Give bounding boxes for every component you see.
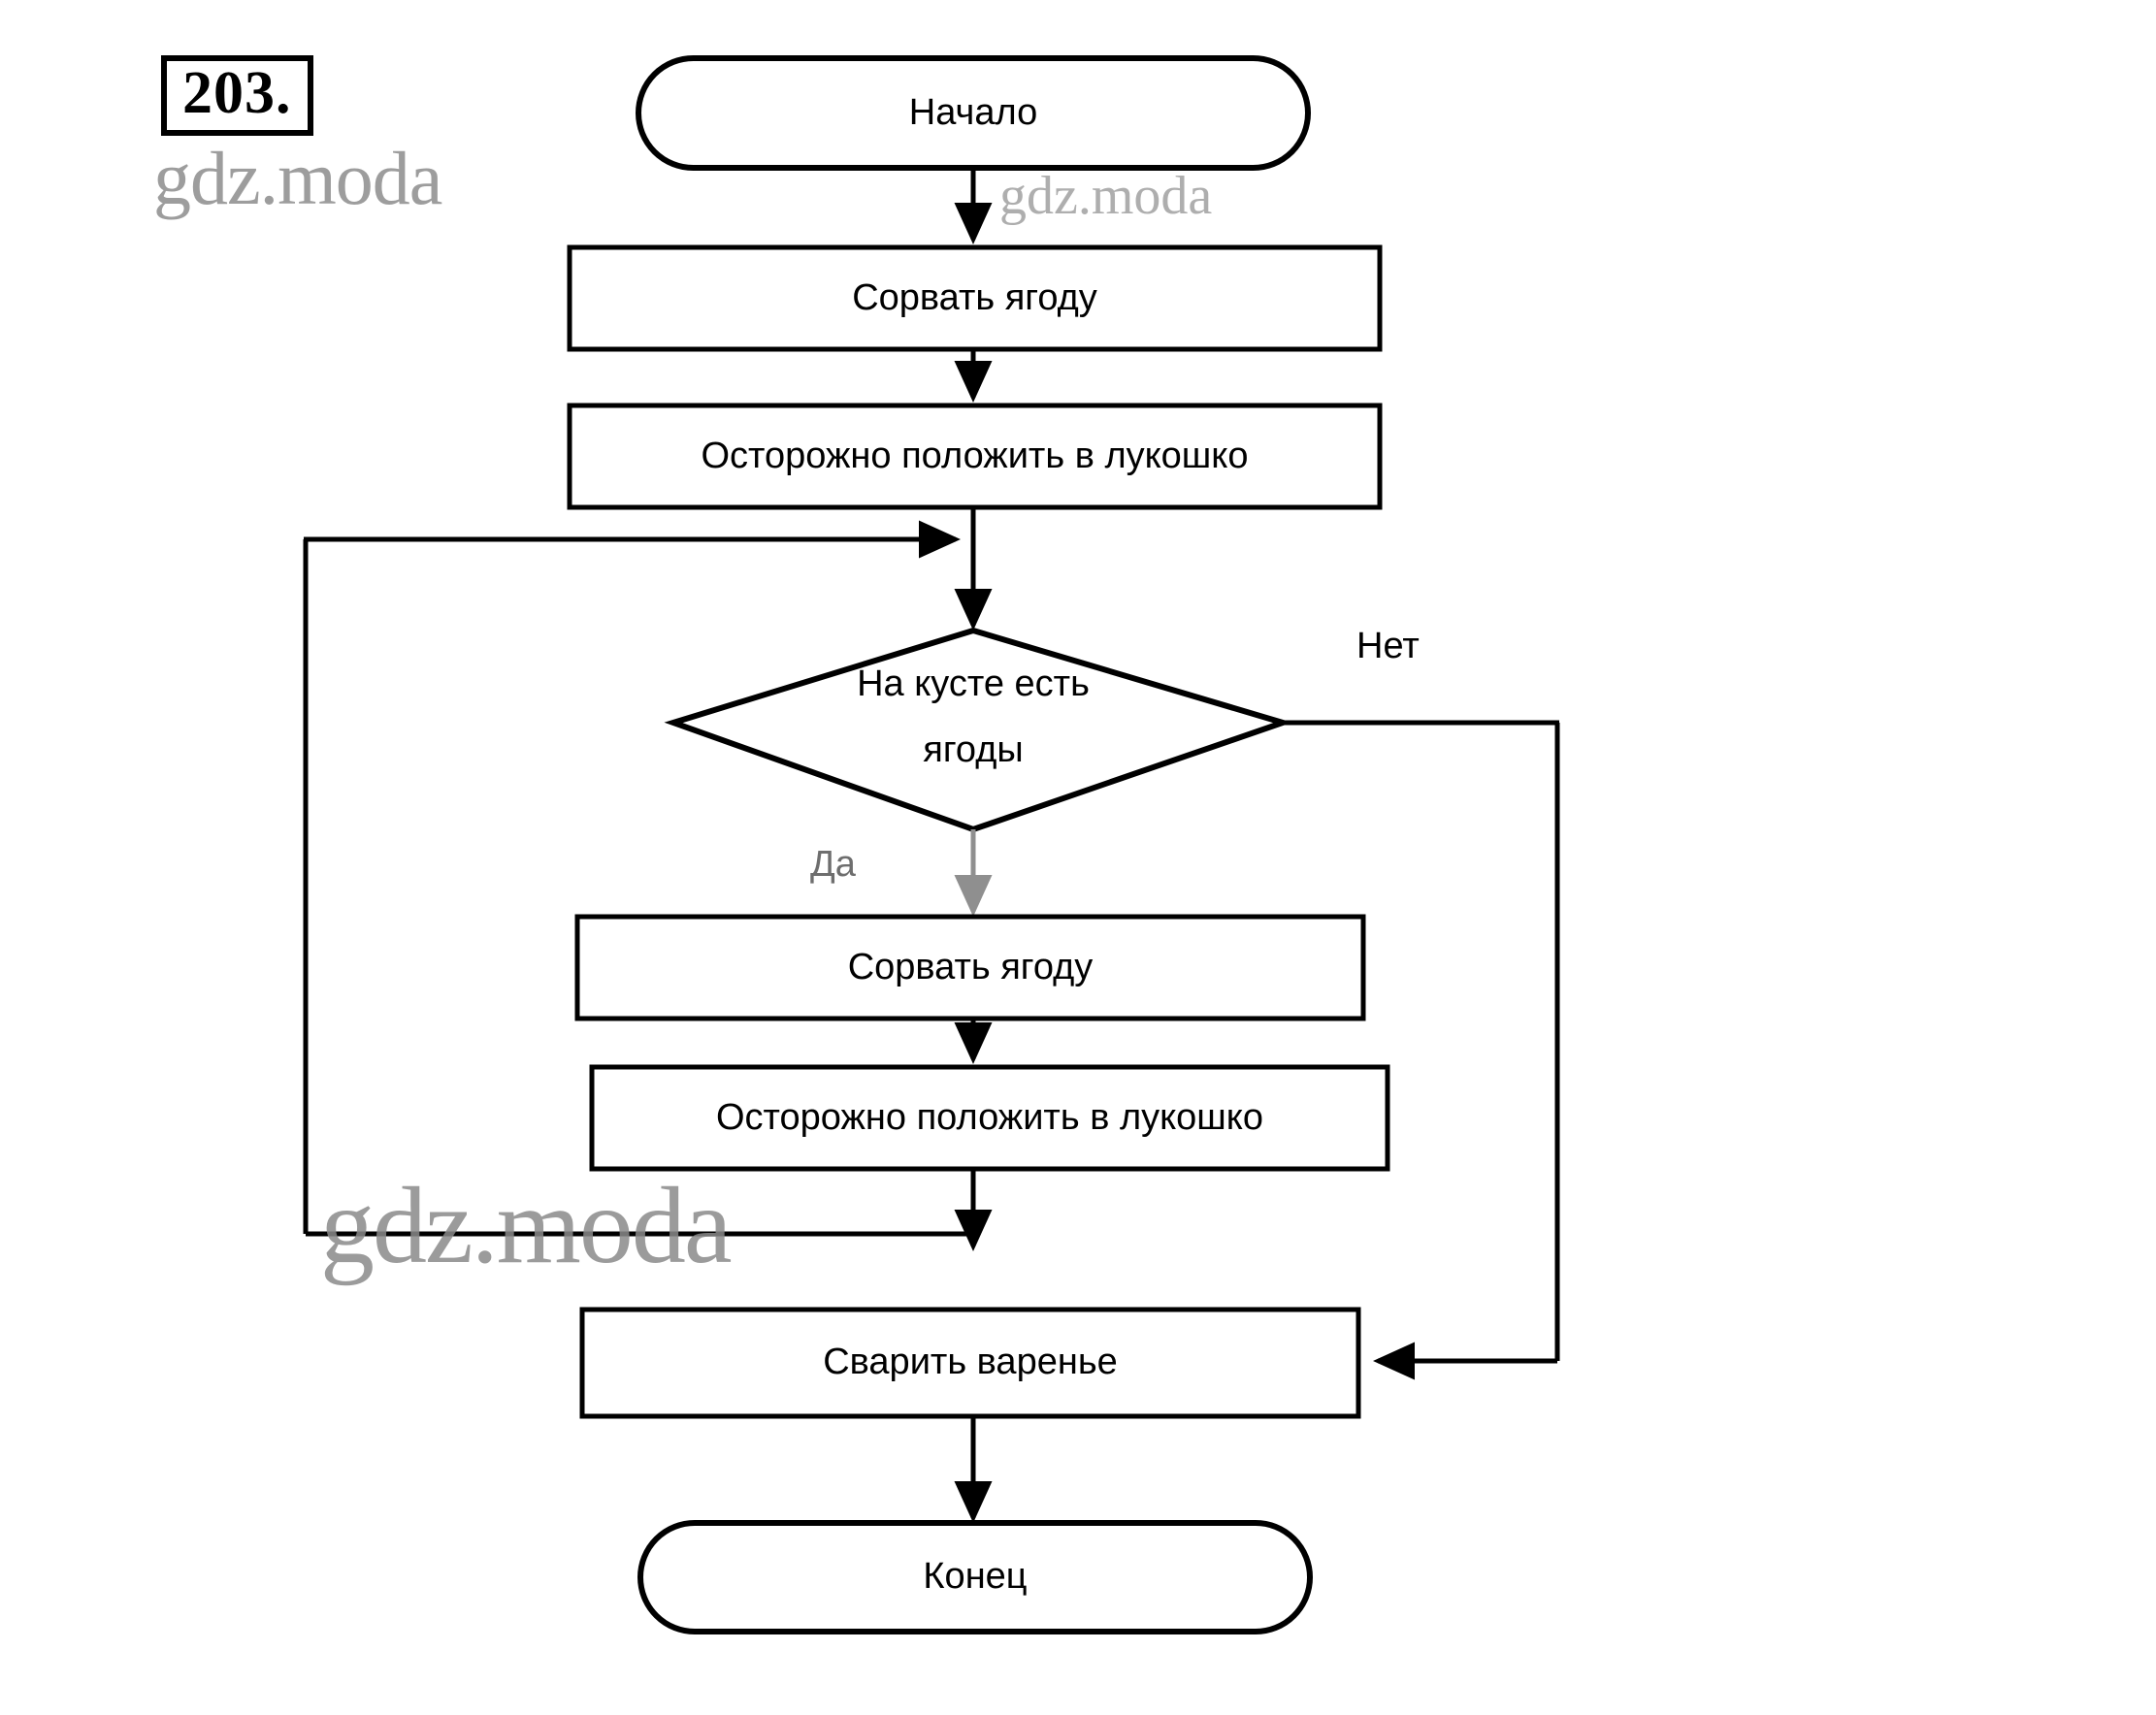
node-pick-berry-2-shape bbox=[574, 914, 1366, 1021]
node-decision-shape bbox=[664, 627, 1292, 833]
node-end-shape bbox=[637, 1520, 1313, 1634]
node-pick-berry-1-shape bbox=[567, 244, 1383, 352]
node-put-basket-1-shape bbox=[567, 403, 1383, 510]
branch-label-no: Нет bbox=[1356, 626, 1420, 666]
watermark-middle: gdz.moda bbox=[320, 1166, 733, 1286]
exercise-number-box: 203. bbox=[161, 55, 313, 137]
watermark-top-center: gdz.moda bbox=[999, 166, 1213, 226]
node-cook-jam-shape bbox=[579, 1307, 1361, 1419]
branch-label-yes: Да bbox=[810, 844, 856, 885]
watermark-top-left: gdz.moda bbox=[153, 136, 442, 220]
node-start-shape bbox=[636, 55, 1311, 171]
node-put-basket-2-shape bbox=[589, 1064, 1390, 1172]
